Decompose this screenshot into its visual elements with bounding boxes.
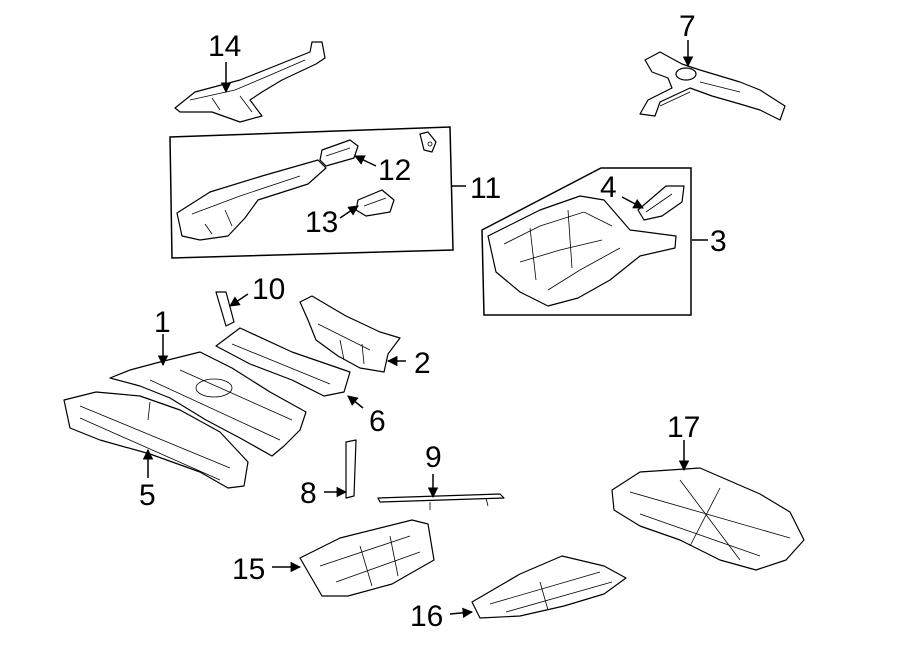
callout-15: 15 (232, 553, 265, 586)
callout-10: 10 (252, 273, 285, 306)
callout-13: 13 (305, 206, 338, 239)
part-7-crossmember[interactable] (639, 51, 786, 121)
part-6-crossmember[interactable] (215, 327, 351, 397)
callout-16: 16 (410, 600, 443, 633)
leader-6 (347, 395, 364, 409)
part-11-rail[interactable] (176, 159, 327, 241)
group-box-11 (169, 126, 454, 259)
callout-7: 7 (679, 10, 696, 43)
part-2-panel[interactable] (299, 295, 401, 373)
group-box-3 (481, 167, 692, 316)
part-10-reinforcement[interactable] (215, 291, 235, 327)
part-16-shield[interactable] (471, 555, 627, 619)
part-12-extension[interactable] (319, 139, 359, 167)
part-3-floor-pan[interactable] (487, 195, 677, 307)
part-9-bar[interactable] (377, 493, 505, 510)
leader-4 (621, 196, 644, 209)
part-13-bracket[interactable] (355, 189, 395, 217)
callout-5: 5 (139, 479, 156, 512)
callout-9: 9 (425, 441, 442, 474)
small-bracket[interactable] (419, 131, 437, 153)
callout-11: 11 (470, 172, 501, 205)
part-5-floor-panel[interactable] (63, 391, 249, 489)
callout-2: 2 (414, 347, 431, 380)
callout-6: 6 (369, 405, 386, 438)
callout-1: 1 (154, 306, 171, 339)
part-8-brace[interactable] (345, 439, 357, 499)
callout-4: 4 (600, 171, 617, 204)
callout-3: 3 (710, 225, 727, 258)
part-17-under-cover[interactable] (611, 467, 805, 571)
leader-12 (354, 155, 377, 167)
part-1-floor-panel[interactable] (109, 351, 307, 457)
callout-14: 14 (208, 30, 241, 63)
part-15-shield[interactable] (299, 519, 435, 597)
leader-13 (339, 205, 359, 219)
part-4-panel[interactable] (637, 185, 685, 221)
leader-16 (449, 607, 474, 619)
callout-17: 17 (667, 411, 700, 444)
leader-10 (229, 293, 249, 307)
callout-12: 12 (378, 154, 411, 187)
callout-8: 8 (300, 477, 317, 510)
part-14-side-rail[interactable] (174, 41, 326, 123)
